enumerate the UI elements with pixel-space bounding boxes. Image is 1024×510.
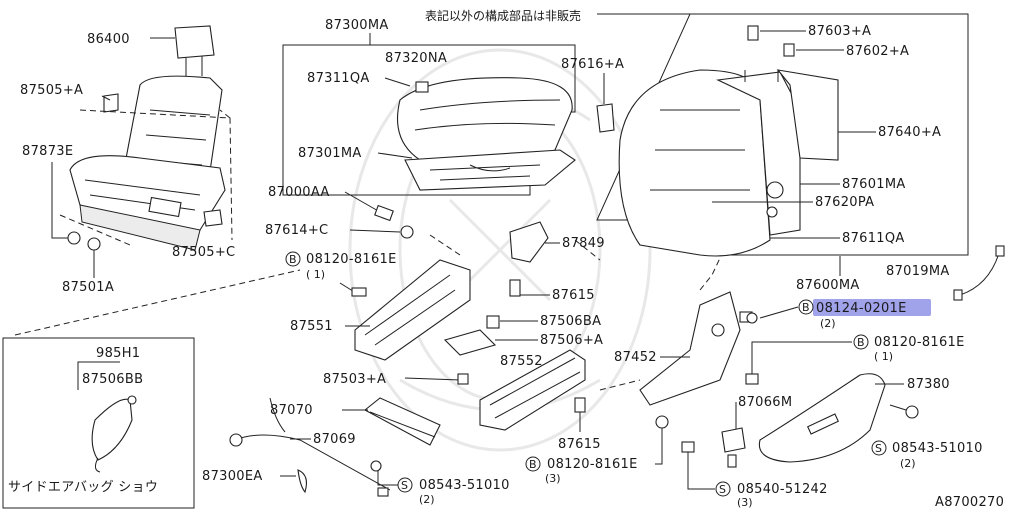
not-sold-note: 表記以外の構成部品は非販売 [425, 8, 581, 23]
svg-text:08540-51242: 08540-51242 [737, 482, 828, 497]
label-87505a: 87505+A [20, 83, 83, 98]
svg-text:(2): (2) [820, 317, 836, 330]
figure-id: A8700270 [935, 495, 1004, 510]
label-87551: 87551 [290, 319, 333, 334]
harness-wire [959, 249, 1001, 296]
label-87616a: 87616+A [561, 57, 624, 72]
label-87300ma: 87300MA [325, 18, 389, 33]
cushion-frame [404, 149, 576, 191]
side-airbag-inset [2, 337, 195, 509]
fastener-b-08120-bottom: B 08120-8161E (3) [525, 456, 638, 485]
svg-text:(3): (3) [737, 496, 753, 509]
label-87066m: 87066M [738, 395, 792, 410]
label-87452: 87452 [614, 350, 657, 365]
svg-text:B: B [802, 301, 810, 314]
label-87320na: 87320NA [385, 51, 447, 66]
svg-text:08543-51010: 08543-51010 [892, 441, 983, 456]
svg-text:08120-8161E: 08120-8161E [874, 335, 965, 350]
label-87380: 87380 [907, 377, 950, 392]
fastener-b-08124-0201e[interactable]: B 08124-0201E (2) [798, 299, 907, 330]
fastener-b-08120-right: B 08120-8161E ( 1) [853, 334, 965, 363]
label-87506a: 87506+A [540, 333, 603, 348]
label-87600ma: 87600MA [796, 278, 860, 293]
label-87601ma: 87601MA [842, 177, 906, 192]
side-airbag-module [91, 395, 137, 473]
label-87615-bottom: 87615 [558, 437, 601, 452]
right-rail-assembly [479, 349, 586, 431]
label-87506ba: 87506BA [540, 314, 601, 329]
label-87602a: 87602+A [846, 44, 909, 59]
label-87640a: 87640+A [878, 125, 941, 140]
seat-cushion-pad [396, 77, 573, 164]
label-87311qa: 87311QA [307, 71, 370, 86]
label-87301ma: 87301MA [298, 146, 362, 161]
label-87603a: 87603+A [808, 24, 871, 39]
side-clip [596, 103, 615, 133]
svg-text:S: S [875, 442, 882, 455]
label-87614c: 87614+C [265, 223, 328, 238]
inset-caption: サイドエアバッグ ショウ [8, 480, 158, 495]
pivot-bolts [374, 204, 414, 239]
svg-text:08120-8161E: 08120-8161E [547, 457, 638, 472]
label-87505c: 87505+C [172, 245, 235, 260]
back-board [776, 69, 839, 161]
motor-plate [443, 329, 497, 356]
label-87849: 87849 [562, 236, 605, 251]
fastener-s-08543-left: S 08543-51010 (2) [397, 477, 510, 506]
svg-text:S: S [719, 483, 726, 496]
label-86400: 86400 [87, 32, 130, 47]
label-87873e: 87873E [22, 144, 73, 159]
label-87506bb: 87506BB [82, 372, 143, 387]
highlight-08124-0201e[interactable] [813, 299, 931, 316]
label-87501a: 87501A [62, 280, 114, 295]
fastener-s-08540: S 08540-51242 (3) [715, 481, 828, 509]
svg-text:(3): (3) [545, 472, 561, 485]
svg-text:S: S [401, 479, 408, 492]
screw-08543-right [905, 405, 919, 419]
label-985h1: 985H1 [96, 346, 140, 361]
recliner-assembly [639, 291, 741, 406]
complete-seat-illustration [67, 25, 226, 251]
seat-side-cover [758, 373, 886, 463]
headrest-guides [747, 25, 795, 57]
recliner-bracket [509, 221, 549, 263]
svg-text:08120-8161E: 08120-8161E [306, 252, 397, 267]
hook [297, 469, 307, 494]
svg-text:B: B [857, 336, 865, 349]
left-rail-assembly [354, 259, 471, 361]
label-87552: 87552 [500, 354, 543, 369]
label-87611qa: 87611QA [842, 231, 905, 246]
lever-cover [364, 397, 441, 446]
label-87069: 87069 [313, 432, 356, 447]
svg-text:( 1): ( 1) [874, 350, 893, 363]
svg-text:B: B [289, 253, 297, 266]
svg-text:(2): (2) [900, 457, 916, 470]
svg-text:08543-51010: 08543-51010 [419, 478, 510, 493]
bolt-08124 [739, 311, 758, 324]
label-87615-top: 87615 [552, 288, 595, 303]
svg-text:08124-0201E: 08124-0201E [816, 301, 907, 316]
seat-back-pad [618, 69, 771, 257]
svg-text:B: B [529, 458, 537, 471]
label-87620pa: 87620PA [815, 195, 874, 210]
fastener-s-08543-right: S 08543-51010 (2) [871, 440, 983, 470]
label-87300ea: 87300EA [202, 469, 263, 484]
fastener-b-08120-left: B 08120-8161E ( 1) [285, 251, 397, 281]
label-87070: 87070 [270, 403, 313, 418]
label-87019ma: 87019MA [886, 264, 950, 279]
svg-text:( 1): ( 1) [306, 268, 325, 281]
svg-text:(2): (2) [419, 493, 435, 506]
label-87000aa: 87000AA [268, 185, 330, 200]
label-87503a: 87503+A [323, 372, 386, 387]
switch-knob [721, 427, 746, 453]
